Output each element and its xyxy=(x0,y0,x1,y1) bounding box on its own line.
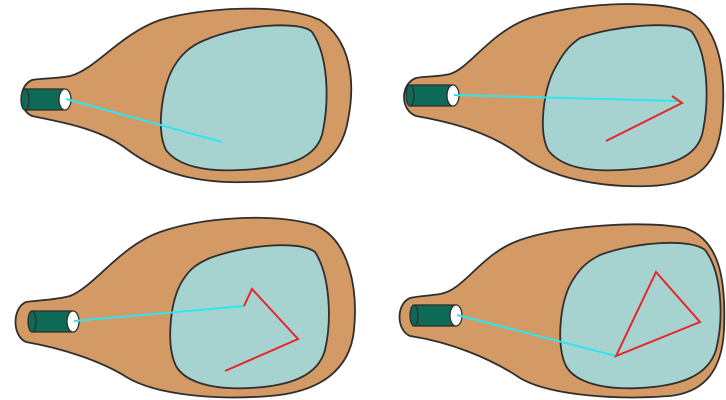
electron-gun-icon xyxy=(410,305,462,326)
electron-gun-icon xyxy=(406,85,459,106)
electron-gun-icon xyxy=(21,89,71,110)
electron-gun-icon xyxy=(28,311,79,332)
panel-1 xyxy=(21,9,351,183)
phosphor-screen xyxy=(170,245,329,388)
panel-3 xyxy=(16,218,355,398)
panel-4 xyxy=(400,224,725,397)
panel-2 xyxy=(404,4,723,186)
phosphor-screen xyxy=(560,243,720,388)
